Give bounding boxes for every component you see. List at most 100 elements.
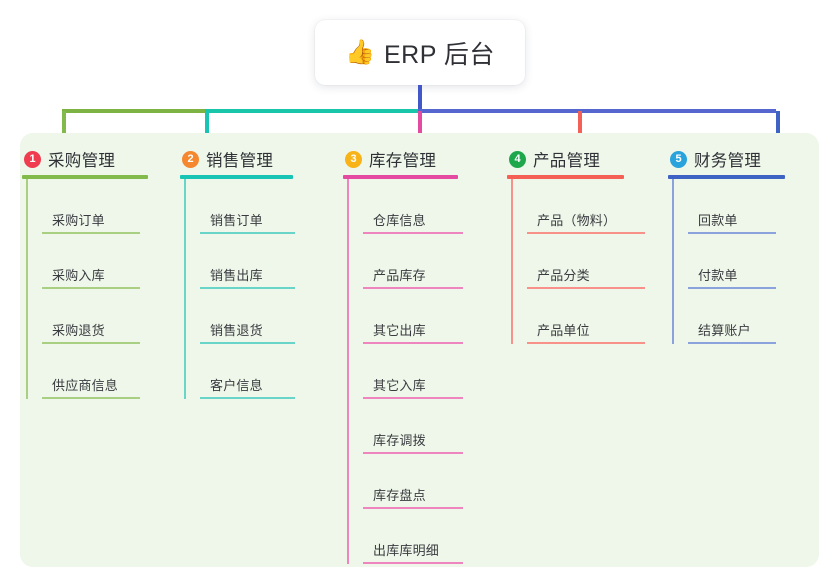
branch-item-label: 回款单 <box>698 213 738 228</box>
branch-header-2[interactable]: 2 销售管理 <box>180 143 293 175</box>
connector-drop-2 <box>205 111 209 139</box>
branch-item-label: 其它出库 <box>373 323 426 338</box>
root-title: ERP 后台 <box>383 40 495 69</box>
branch-header-3[interactable]: 3 库存管理 <box>343 143 458 175</box>
branch-item-list: 仓库信息产品库存其它出库其它入库库存调拨库存盘点出库库明细 <box>347 179 463 564</box>
connector-indigo-segment <box>418 109 776 113</box>
thumbs-up-icon: 👍 <box>345 38 375 66</box>
branch-item-rule <box>42 342 140 344</box>
branch-item-rule <box>200 232 295 234</box>
branch-item-label: 产品（物料） <box>537 213 617 228</box>
branch-item-label: 采购订单 <box>52 213 105 228</box>
branch-item-rule <box>688 342 776 344</box>
branch-item-rule <box>363 452 463 454</box>
branch-item-label: 其它入库 <box>373 378 426 393</box>
connector-drop-1 <box>62 111 66 139</box>
branch-item[interactable]: 供应商信息 <box>42 344 148 399</box>
root-stem-connector <box>418 85 422 111</box>
branch-title: 销售管理 <box>206 152 274 170</box>
branch-item-label: 产品库存 <box>373 268 426 283</box>
branch-item-rule <box>363 287 463 289</box>
connector-drop-3 <box>418 111 422 139</box>
branch-item[interactable]: 销售订单 <box>200 179 295 234</box>
branch-underline <box>180 175 293 179</box>
branch-item[interactable]: 采购入库 <box>42 234 148 289</box>
branch-item[interactable]: 产品（物料） <box>527 179 645 234</box>
branch-item-label: 销售退货 <box>210 323 263 338</box>
branch-item-list: 销售订单销售出库销售退货客户信息 <box>184 179 295 399</box>
branch-item-label: 销售出库 <box>210 268 263 283</box>
branch-item-rule <box>200 397 295 399</box>
branch-spine <box>511 179 513 344</box>
connector-drop-4 <box>578 111 582 139</box>
branch-underline <box>343 175 458 179</box>
branch-item[interactable]: 产品单位 <box>527 289 645 344</box>
branch-number-badge: 4 <box>509 150 526 168</box>
branch-item-rule <box>527 342 645 344</box>
branch-item-rule <box>363 342 463 344</box>
branch-item[interactable]: 产品分类 <box>527 234 645 289</box>
branch-spine <box>184 179 186 399</box>
branch-header-4[interactable]: 4 产品管理 <box>507 143 624 175</box>
branches-panel <box>20 133 819 567</box>
branch-item[interactable]: 其它入库 <box>363 344 463 399</box>
branch-item[interactable]: 出库库明细 <box>363 509 463 564</box>
connector-drop-5 <box>776 111 780 139</box>
branch-item-rule <box>363 562 463 564</box>
connector-green-segment <box>62 109 205 113</box>
branch-column-2: 2 销售管理销售订单销售出库销售退货客户信息 <box>180 143 295 399</box>
branch-item[interactable]: 销售退货 <box>200 289 295 344</box>
branch-item-label: 供应商信息 <box>52 378 119 393</box>
root-node[interactable]: 👍 ERP 后台 <box>315 20 525 85</box>
branch-item-rule <box>363 232 463 234</box>
branch-item[interactable]: 采购订单 <box>42 179 148 234</box>
branch-item[interactable]: 其它出库 <box>363 289 463 344</box>
branch-item[interactable]: 付款单 <box>688 234 785 289</box>
branch-item[interactable]: 采购退货 <box>42 289 148 344</box>
branch-item-rule <box>200 342 295 344</box>
branch-header-1[interactable]: 1 采购管理 <box>22 143 148 175</box>
branch-title: 财务管理 <box>694 152 762 170</box>
branch-item-rule <box>363 507 463 509</box>
branch-item-rule <box>527 232 645 234</box>
branch-item[interactable]: 库存盘点 <box>363 454 463 509</box>
branch-title: 采购管理 <box>48 152 116 170</box>
branch-spine <box>26 179 28 399</box>
branch-item[interactable]: 客户信息 <box>200 344 295 399</box>
branch-item-label: 结算账户 <box>698 323 751 338</box>
branch-item[interactable]: 仓库信息 <box>363 179 463 234</box>
branch-spine <box>347 179 349 564</box>
branch-item[interactable]: 销售出库 <box>200 234 295 289</box>
branch-underline <box>22 175 148 179</box>
branch-column-5: 5 财务管理回款单付款单结算账户 <box>668 143 785 344</box>
branch-item-list: 产品（物料） 产品分类产品单位 <box>511 179 645 344</box>
branch-number-badge: 1 <box>24 150 41 168</box>
branch-title: 产品管理 <box>533 152 601 170</box>
branch-number-badge: 3 <box>345 150 362 168</box>
branch-number-badge: 5 <box>670 150 687 168</box>
branch-column-1: 1 采购管理采购订单采购入库采购退货供应商信息 <box>22 143 148 399</box>
branch-item-label: 产品单位 <box>537 323 590 338</box>
branch-underline <box>668 175 785 179</box>
branch-title: 库存管理 <box>369 152 437 170</box>
branch-item-rule <box>688 232 776 234</box>
branch-number-badge: 2 <box>182 150 199 168</box>
branch-underline <box>507 175 624 179</box>
branch-item[interactable]: 库存调拨 <box>363 399 463 454</box>
branch-header-5[interactable]: 5 财务管理 <box>668 143 785 175</box>
branch-item-label: 产品分类 <box>537 268 590 283</box>
branch-item-rule <box>200 287 295 289</box>
branch-item-rule <box>42 232 140 234</box>
branch-item-label: 采购退货 <box>52 323 105 338</box>
branch-item[interactable]: 结算账户 <box>688 289 785 344</box>
branch-item-label: 库存盘点 <box>373 488 426 503</box>
branch-item-label: 客户信息 <box>210 378 263 393</box>
branch-column-4: 4 产品管理产品（物料） 产品分类产品单位 <box>507 143 645 344</box>
branch-item[interactable]: 产品库存 <box>363 234 463 289</box>
branch-item-rule <box>42 397 140 399</box>
branch-item-list: 回款单付款单结算账户 <box>672 179 785 344</box>
branch-spine <box>672 179 674 344</box>
branch-item-rule <box>527 287 645 289</box>
branch-item[interactable]: 回款单 <box>688 179 785 234</box>
branch-item-label: 库存调拨 <box>373 433 426 448</box>
